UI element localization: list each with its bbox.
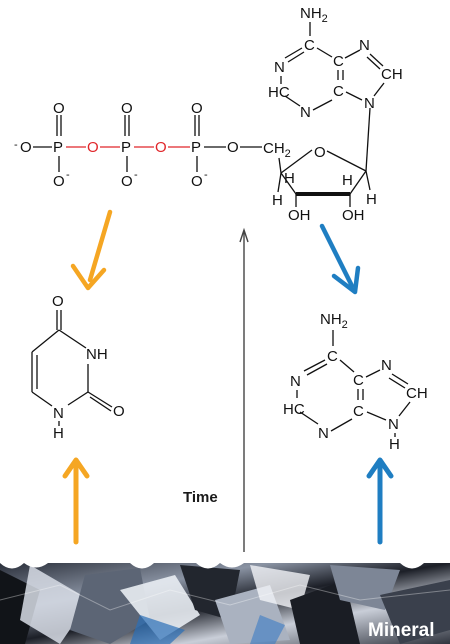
- hc-group: HC: [268, 84, 290, 101]
- hydrogen-atom: H: [284, 170, 295, 187]
- orange-formation-arrow: [62, 457, 90, 545]
- atp-adenine: NH2 C N HC N C C N CH N: [268, 5, 403, 121]
- oxygen-atom: O: [121, 100, 133, 117]
- carbon-atom: C: [327, 348, 338, 365]
- oxygen-atom: O: [53, 100, 65, 117]
- oxygen-atom: O: [52, 293, 64, 310]
- nitrogen-atom: N: [388, 416, 399, 433]
- nitrogen-atom: N: [290, 373, 301, 390]
- hydroxyl-group: OH: [342, 207, 365, 224]
- negative-charge-1: -: [14, 139, 18, 151]
- nitrogen-atom: N: [364, 95, 375, 112]
- carbon-atom: C: [353, 403, 364, 420]
- blue-degradation-arrow: [319, 223, 361, 295]
- hydrogen-atom: H: [389, 436, 400, 453]
- oxygen-atom: O: [227, 139, 239, 156]
- atp-molecule: - O P O O - O P O O - O P: [14, 5, 403, 224]
- orange-degradation-arrow: [70, 209, 113, 291]
- bridging-oxygen: O: [87, 139, 99, 156]
- carbon-atom: C: [333, 53, 344, 70]
- negative-charge-2: -: [66, 169, 70, 181]
- negative-charge-4: -: [204, 169, 208, 181]
- ch-group: CH: [406, 385, 428, 402]
- amine-group: NH2: [300, 5, 328, 25]
- triphosphate-chain: - O P O O - O P O O - O P: [14, 100, 262, 190]
- ch-group: CH: [381, 66, 403, 83]
- nitrogen-atom: N: [359, 37, 370, 54]
- bridging-oxygen: O: [155, 139, 167, 156]
- mineral-label: Mineral: [368, 620, 435, 641]
- nh-group: NH: [86, 346, 108, 363]
- time-axis-arrow: [239, 227, 249, 552]
- hc-group: HC: [283, 401, 305, 418]
- methylene-group: CH2: [263, 140, 291, 160]
- hydrogen-atom: H: [366, 191, 377, 208]
- hydroxyl-group: OH: [288, 207, 311, 224]
- ribose-ring: O H H OH H OH H: [272, 107, 377, 224]
- uracil-molecule: O NH O N H: [31, 293, 125, 442]
- nitrogen-atom: N: [300, 104, 311, 121]
- oxygen-atom: O: [191, 100, 203, 117]
- adenine-molecule: NH2 C N HC N C C N CH N H: [283, 311, 428, 453]
- hydrogen-atom: H: [53, 425, 64, 442]
- phosphorus-atom: P: [53, 139, 63, 156]
- mineral-photo: Mineral: [0, 555, 450, 644]
- nitrogen-atom: N: [274, 59, 285, 76]
- phosphorus-atom: P: [191, 139, 201, 156]
- amine-group: NH2: [320, 311, 348, 331]
- negative-charge-3: -: [134, 169, 138, 181]
- ring-oxygen: O: [314, 144, 326, 161]
- nitrogen-atom: N: [318, 425, 329, 442]
- carbon-atom: C: [333, 83, 344, 100]
- carbon-atom: C: [304, 37, 315, 54]
- carbon-atom: C: [353, 372, 364, 389]
- phosphorus-atom: P: [121, 139, 131, 156]
- hydrogen-atom: H: [342, 172, 353, 189]
- oxygen-atom: O: [20, 139, 32, 156]
- nitrogen-atom: N: [53, 405, 64, 422]
- oxygen-atom: O: [191, 173, 203, 190]
- blue-formation-arrow: [366, 457, 394, 545]
- oxygen-atom: O: [121, 173, 133, 190]
- hydrogen-atom: H: [272, 192, 283, 209]
- oxygen-atom: O: [113, 403, 125, 420]
- oxygen-atom: O: [53, 173, 65, 190]
- time-label: Time: [183, 489, 218, 506]
- nitrogen-atom: N: [381, 357, 392, 374]
